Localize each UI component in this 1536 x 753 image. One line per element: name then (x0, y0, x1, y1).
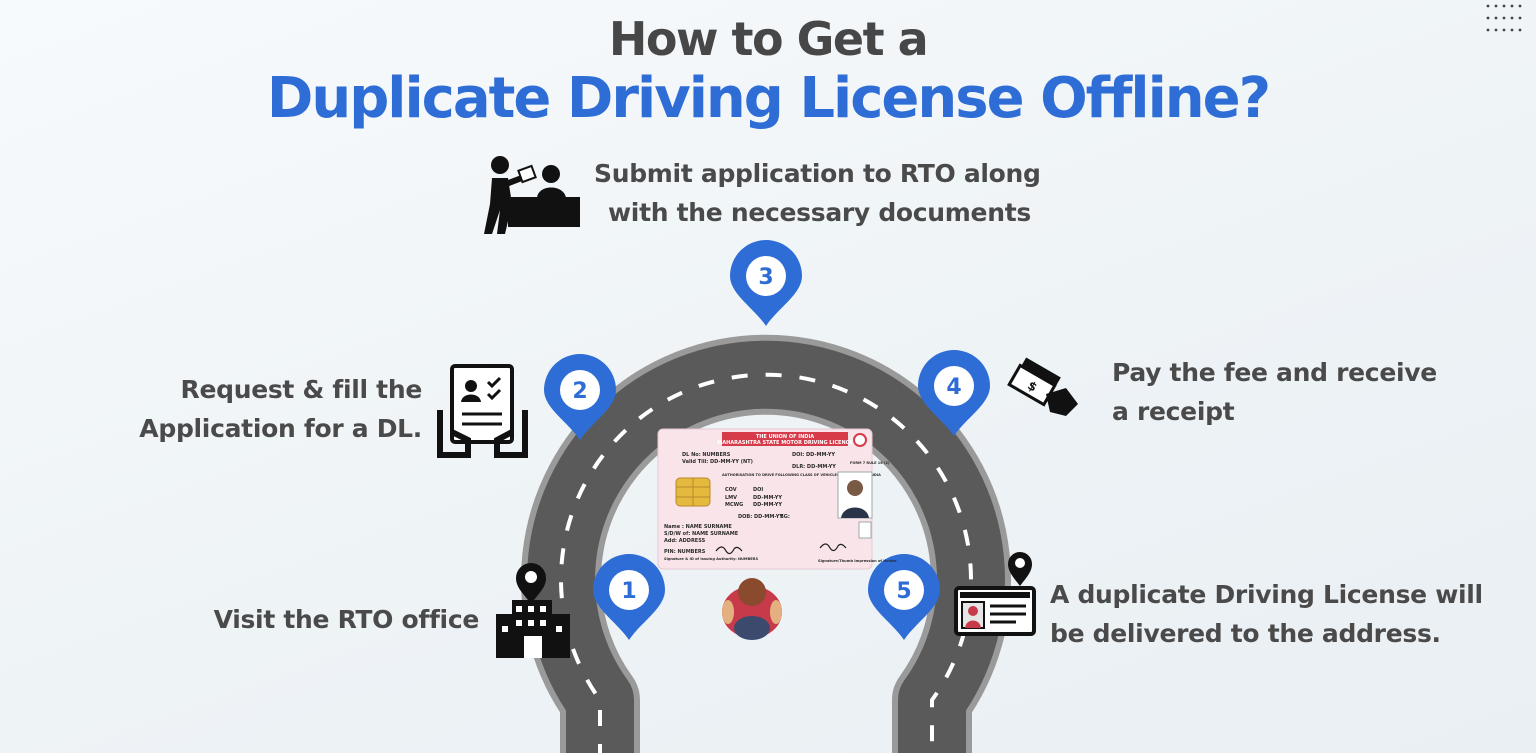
step-3-line-1: Submit application to RTO along (594, 159, 1041, 188)
step-1-pin: 1 (593, 554, 665, 640)
decorative-dots (1486, 4, 1522, 32)
card-header-1: THE UNION OF INDIA (756, 434, 814, 440)
step-4-line-1: Pay the fee and receive (1112, 358, 1437, 387)
application-form-icon (437, 364, 528, 458)
step-4-text: Pay the fee and receive a receipt (1112, 353, 1437, 431)
step-4-line-2: a receipt (1112, 397, 1235, 426)
step-3-text: Submit application to RTO along with the… (594, 154, 1041, 232)
office-building-location-icon (496, 563, 570, 658)
step-2-line-2: Application for a DL. (139, 414, 422, 443)
card-holder-sig: Signature/Thumb Impression of Holder (818, 559, 897, 563)
card-class-1-date: DD-MM-YY (753, 495, 782, 501)
traveller-illustration (722, 578, 782, 640)
card-sdw: S/D/W of: NAME SURNAME (664, 531, 739, 537)
step-5-text: A duplicate Driving License will be deli… (1050, 575, 1483, 653)
step-2-line-1: Request & fill the (180, 375, 423, 404)
title-line-1: How to Get a (608, 12, 929, 66)
step-5-line-1: A duplicate Driving License will (1050, 580, 1483, 609)
card-doi-col: DOI (753, 487, 763, 493)
card-sig-label: Signature & ID of Issuing Authority: NUM… (664, 557, 758, 561)
card-address: Add: ADDRESS (664, 538, 706, 544)
card-bg: BG: (780, 514, 790, 520)
card-class-2-date: DD-MM-YY (753, 502, 782, 508)
step-3-pin: 3 (730, 240, 802, 326)
person-at-counter-icon (484, 156, 580, 234)
holder-signature-mark (819, 543, 847, 552)
step-4-pin: 4 (918, 350, 990, 436)
card-pin: PIN: NUMBERS (664, 549, 706, 555)
cash-payment-icon: $ (1007, 357, 1078, 416)
road-loop (521, 334, 1011, 753)
step-5-pin: 5 (868, 554, 940, 640)
step-5-number: 5 (896, 579, 911, 604)
signature-mark (715, 546, 743, 555)
card-name: Name : NAME SURNAME (664, 524, 732, 530)
step-1-number: 1 (621, 579, 636, 604)
step-3-line-2: with the necessary documents (608, 198, 1031, 227)
card-doi: DOI: DD-MM-YY (792, 452, 835, 458)
card-class-1: LMV (725, 495, 737, 501)
id-card-location-icon (954, 552, 1036, 636)
step-2-number: 2 (572, 379, 587, 404)
card-authorisation: AUTHORISATION TO DRIVE FOLLOWING CLASS O… (722, 473, 881, 477)
card-header-2: MAHARASHTRA STATE MOTOR DRIVING LICENCE (717, 440, 853, 446)
title-line-2: Duplicate Driving License Offline? (266, 66, 1271, 131)
card-dlr: DLR: DD-MM-YY (792, 464, 836, 470)
step-3-number: 3 (758, 265, 773, 290)
card-form: FORM 7 RULE 16 (2) (850, 461, 890, 465)
card-dl-no: DL No: NUMBERS (682, 452, 731, 458)
driving-license-card: THE UNION OF INDIA MAHARASHTRA STATE MOT… (657, 428, 897, 570)
emblem-icon (853, 433, 867, 447)
step-1-line-1: Visit the RTO office (213, 605, 480, 634)
step-2-text: Request & fill the Application for a DL. (139, 370, 422, 448)
step-5-line-2: be delivered to the address. (1050, 619, 1441, 648)
card-dob: DOB: DD-MM-YY (738, 514, 783, 520)
step-4-number: 4 (946, 375, 961, 400)
card-cov: COV (725, 487, 737, 493)
step-1-text: Visit the RTO office (213, 600, 480, 639)
card-class-2: MCWG (725, 502, 743, 508)
step-2-pin: 2 (544, 354, 616, 440)
card-valid-till: Valid Till: DD-MM-YY (NT) (682, 459, 753, 465)
